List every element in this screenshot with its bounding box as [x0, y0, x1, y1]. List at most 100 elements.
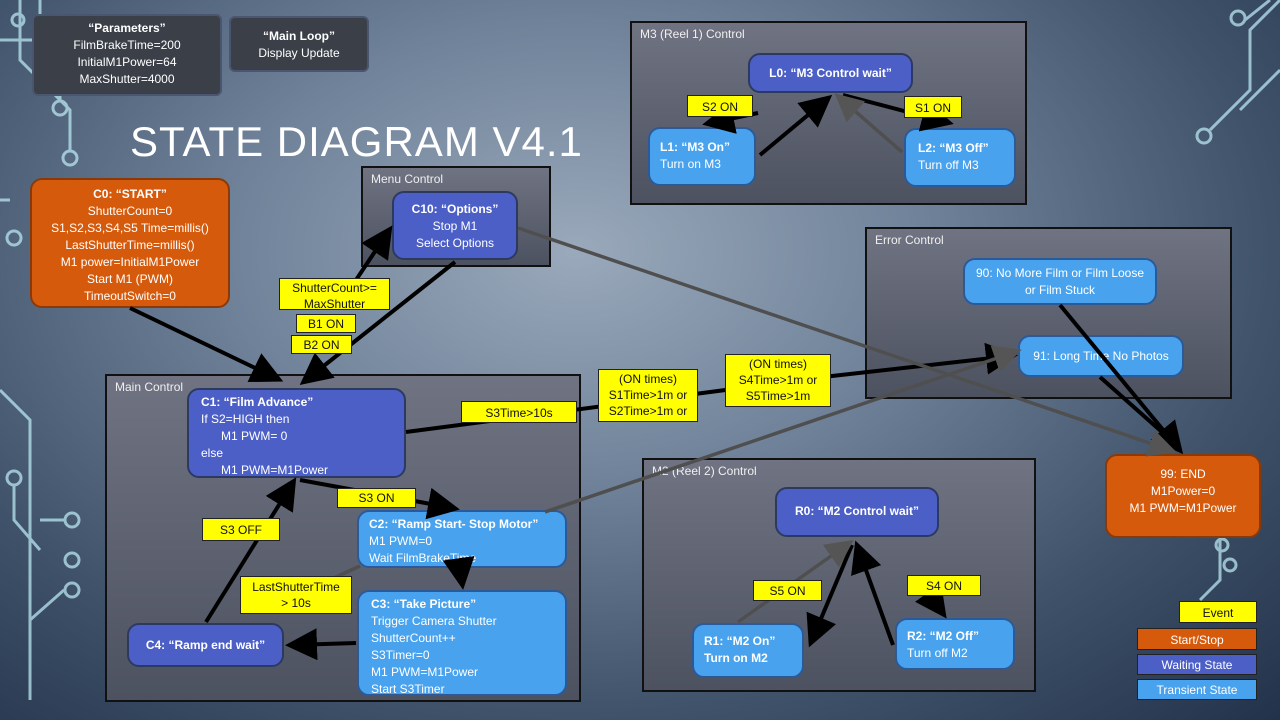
l0-title: L0: “M3 Control wait”: [769, 66, 892, 80]
event-shuttercount: ShutterCount>= MaxShutter: [279, 278, 390, 311]
arrow-c10-c1: [299, 260, 457, 385]
event-ontimes-2: (ON times) S4Time>1m or S5Time>1m: [725, 354, 831, 407]
l1-title: L1: “M3 On”: [660, 140, 731, 154]
state-c4-ramp-end: C4: “Ramp end wait”: [127, 623, 284, 667]
event-ontimes-1: (ON times) S1Time>1m or S2Time>1m or: [598, 369, 698, 422]
c0-line: M1 power=InitialM1Power: [60, 255, 200, 269]
c4-title: C4: “Ramp end wait”: [145, 638, 266, 652]
l2-line: Turn off M3: [918, 158, 979, 172]
event-lastshutter: LastShutterTime > 10s: [240, 576, 352, 614]
arrow-c2-error: [544, 345, 1022, 514]
legend-start-stop: Start/Stop: [1137, 628, 1257, 650]
c10-title: C10: “Options”: [411, 202, 499, 216]
legend-transient-state: Transient State: [1137, 679, 1257, 700]
l2-title: L2: “M3 Off”: [918, 141, 989, 155]
arrow-c1-c10: [354, 225, 393, 282]
r0-title: R0: “M2 Control wait”: [794, 504, 919, 518]
c1-line: M1 PWM=M1Power: [221, 463, 329, 477]
event-s1-on: S1 ON: [904, 96, 962, 118]
state-90-no-film: 90: No More Film or Film Loose or Film S…: [963, 258, 1157, 305]
c3-line: Trigger Camera Shutter: [371, 614, 497, 628]
arrow-c4-c1: [204, 477, 297, 624]
state-l0-m3-wait: L0: “M3 Control wait”: [748, 53, 913, 93]
event-s2-on: S2 ON: [687, 95, 753, 117]
event-line: S2Time>1m or: [608, 404, 688, 418]
event-b2-on: B2 ON: [291, 335, 352, 354]
state-r1-m2-on: R1: “M2 On” Turn on M2: [692, 623, 804, 678]
c0-line: Start M1 (PWM): [87, 272, 173, 286]
r1-line: Turn on M2: [704, 651, 768, 665]
state-l2-m3-off: L2: “M3 Off” Turn off M3: [904, 128, 1016, 187]
end-line: M1 PWM=M1Power: [1129, 501, 1237, 515]
arrow-l1-l0: [758, 94, 833, 157]
arrow-c2-c3: [442, 555, 475, 590]
c0-line: TimeoutSwitch=0: [84, 289, 176, 303]
state-c1-film-advance: C1: “Film Advance” If S2=HIGH then M1 PW…: [187, 388, 406, 478]
param-line: InitialM1Power=64: [77, 55, 177, 69]
legend-event: Event: [1179, 601, 1257, 623]
r2-line: Turn off M2: [907, 646, 968, 660]
event-line: ShutterCount>=: [292, 281, 377, 295]
end-title: 99: END: [1160, 467, 1206, 481]
c0-line: LastShutterTime=millis(): [65, 238, 195, 252]
r1-title: R1: “M2 On”: [704, 634, 776, 648]
arrow-l2-l0: [834, 93, 904, 154]
arrow-e90-end: [1058, 303, 1184, 455]
error-control-label: Error Control: [875, 233, 944, 247]
event-line: (ON times): [619, 372, 677, 386]
event-s4-on: S4 ON: [907, 575, 981, 596]
c10-line: Stop M1: [432, 219, 478, 233]
main-loop-line: Display Update: [258, 46, 340, 60]
event-s3-on: S3 ON: [337, 488, 416, 508]
state-r2-m2-off: R2: “M2 Off” Turn off M2: [895, 618, 1015, 670]
c1-line: else: [201, 446, 224, 460]
state-c0-start: C0: “START” ShutterCount=0 S1,S2,S3,S4,S…: [30, 178, 230, 308]
c3-line: ShutterCount++: [371, 631, 456, 645]
arrow-c1-c2: [299, 478, 460, 520]
c0-line: ShutterCount=0: [87, 204, 173, 218]
event-s5-on: S5 ON: [753, 580, 822, 601]
event-line: S1Time>1m or: [608, 388, 688, 402]
r2-title: R2: “M2 Off”: [907, 629, 979, 643]
legend-waiting-state: Waiting State: [1137, 654, 1257, 675]
event-s3time: S3Time>10s: [461, 401, 577, 423]
state-99-end: 99: END M1Power=0 M1 PWM=M1Power: [1105, 454, 1261, 538]
main-loop-title: “Main Loop”: [263, 29, 335, 43]
arrow-c0-c1: [129, 306, 284, 383]
event-line: LastShutterTime: [252, 580, 340, 594]
c1-title: C1: “Film Advance”: [201, 395, 314, 409]
c2-title: C2: “Ramp Start- Stop Motor”: [369, 517, 539, 531]
event-line: S4Time>1m or: [738, 373, 818, 387]
c3-line: S3Timer=0: [371, 648, 430, 662]
c1-line: M1 PWM= 0: [221, 429, 288, 443]
m3-control-label: M3 (Reel 1) Control: [640, 27, 745, 41]
c3-line: M1 PWM=M1Power: [371, 665, 479, 679]
c3-title: C3: “Take Picture”: [371, 597, 477, 611]
state-c10-options: C10: “Options” Stop M1 Select Options: [392, 191, 518, 260]
param-line: FilmBrakeTime=200: [73, 38, 181, 52]
c10-line: Select Options: [415, 236, 495, 250]
c0-title: C0: “START”: [93, 187, 167, 201]
e90-text: 90: No More Film or Film Loose or Film S…: [975, 266, 1145, 297]
c3-line: Start S3Timer: [371, 682, 445, 696]
arrow-r2-r0: [851, 540, 895, 646]
c0-line: S1,S2,S3,S4,S5 Time=millis(): [51, 221, 209, 235]
event-line: (ON times): [749, 357, 807, 371]
event-line: > 10s: [281, 596, 311, 610]
main-loop-box: “Main Loop” Display Update: [229, 16, 369, 72]
state-c3-take-picture: C3: “Take Picture” Trigger Camera Shutte…: [357, 590, 567, 696]
menu-control-label: Menu Control: [371, 172, 444, 186]
param-line: MaxShutter=4000: [79, 72, 175, 86]
parameters-title: “Parameters”: [88, 21, 166, 35]
l1-line: Turn on M3: [660, 157, 721, 171]
arrow-c10-end: [517, 226, 1177, 457]
arrow-c3-c4: [285, 628, 357, 661]
page-title: STATE DIAGRAM V4.1: [130, 118, 583, 165]
event-line: S5Time>1m: [745, 389, 811, 403]
arrow-e91-end: [1098, 375, 1182, 450]
event-b1-on: B1 ON: [296, 314, 356, 333]
parameters-box: “Parameters” FilmBrakeTime=200 InitialM1…: [32, 14, 222, 96]
state-l1-m3-on: L1: “M3 On” Turn on M3: [648, 127, 756, 186]
c1-line: If S2=HIGH then: [201, 412, 290, 426]
